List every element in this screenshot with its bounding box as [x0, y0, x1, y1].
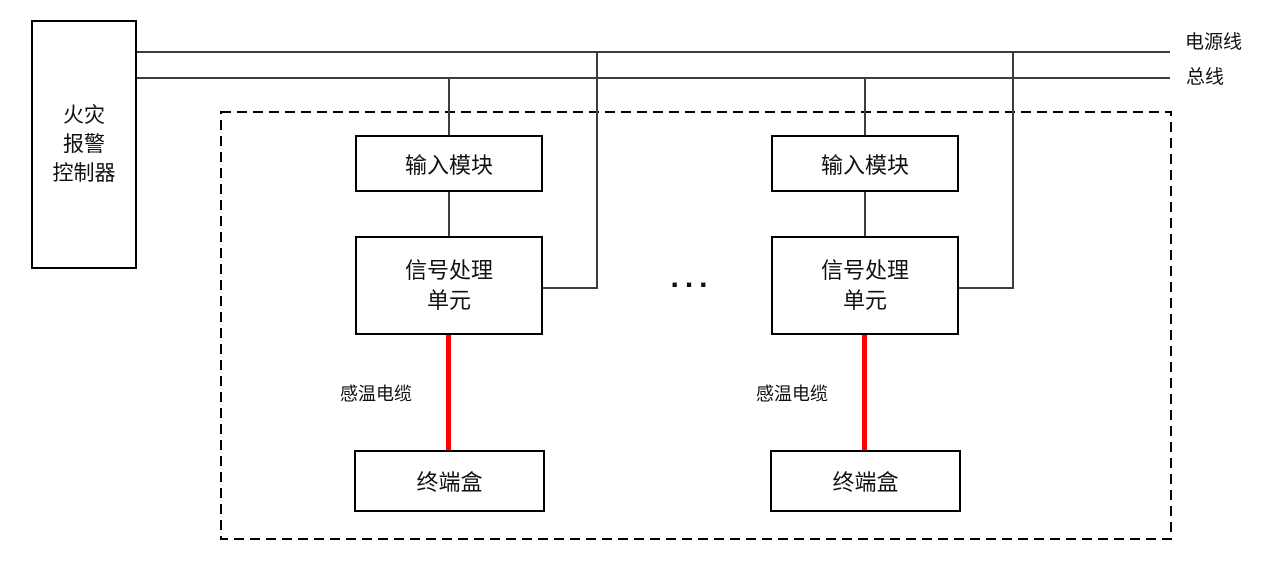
temperature-sensing-cable-label: 感温电缆 — [756, 384, 828, 404]
bus-to-input-connector — [448, 78, 450, 136]
terminal-box: 终端盒 — [770, 450, 961, 512]
repetition-ellipsis: ... — [670, 261, 714, 294]
signal-processing-unit-box: 信号处理 单元 — [771, 236, 959, 335]
fire-alarm-controller-label: 火灾 报警 控制器 — [52, 104, 116, 185]
terminal-box-label: 终端盒 — [416, 470, 483, 495]
input-to-signal-connector — [448, 192, 450, 237]
power-drop-horizontal-line — [543, 287, 598, 289]
bus-line — [137, 77, 1170, 79]
input-module-label: 输入模块 — [820, 152, 909, 178]
power-line-label: 电源线 — [1185, 32, 1243, 53]
temperature-sensing-cable-label: 感温电缆 — [340, 384, 412, 404]
input-module-box: 输入模块 — [355, 135, 543, 192]
power-drop-horizontal-line — [959, 287, 1014, 289]
fire-alarm-controller-box: 火灾 报警 控制器 — [31, 20, 137, 269]
power-line — [137, 51, 1170, 53]
signal-processing-unit-label: 信号处理 单元 — [404, 257, 493, 313]
input-module-box: 输入模块 — [771, 135, 959, 192]
terminal-box-label: 终端盒 — [832, 470, 899, 495]
temperature-sensing-cable-line — [446, 335, 451, 450]
bus-to-input-connector — [864, 78, 866, 136]
input-module-label: 输入模块 — [404, 152, 493, 178]
signal-processing-unit-label: 信号处理 单元 — [820, 257, 909, 313]
temperature-sensing-cable-line — [862, 335, 867, 450]
bus-line-label: 总线 — [1186, 67, 1225, 88]
signal-processing-unit-box: 信号处理 单元 — [355, 236, 543, 335]
terminal-box: 终端盒 — [354, 450, 545, 512]
input-to-signal-connector — [864, 192, 866, 237]
power-drop-vertical-line — [596, 52, 598, 288]
power-drop-vertical-line — [1012, 52, 1014, 288]
